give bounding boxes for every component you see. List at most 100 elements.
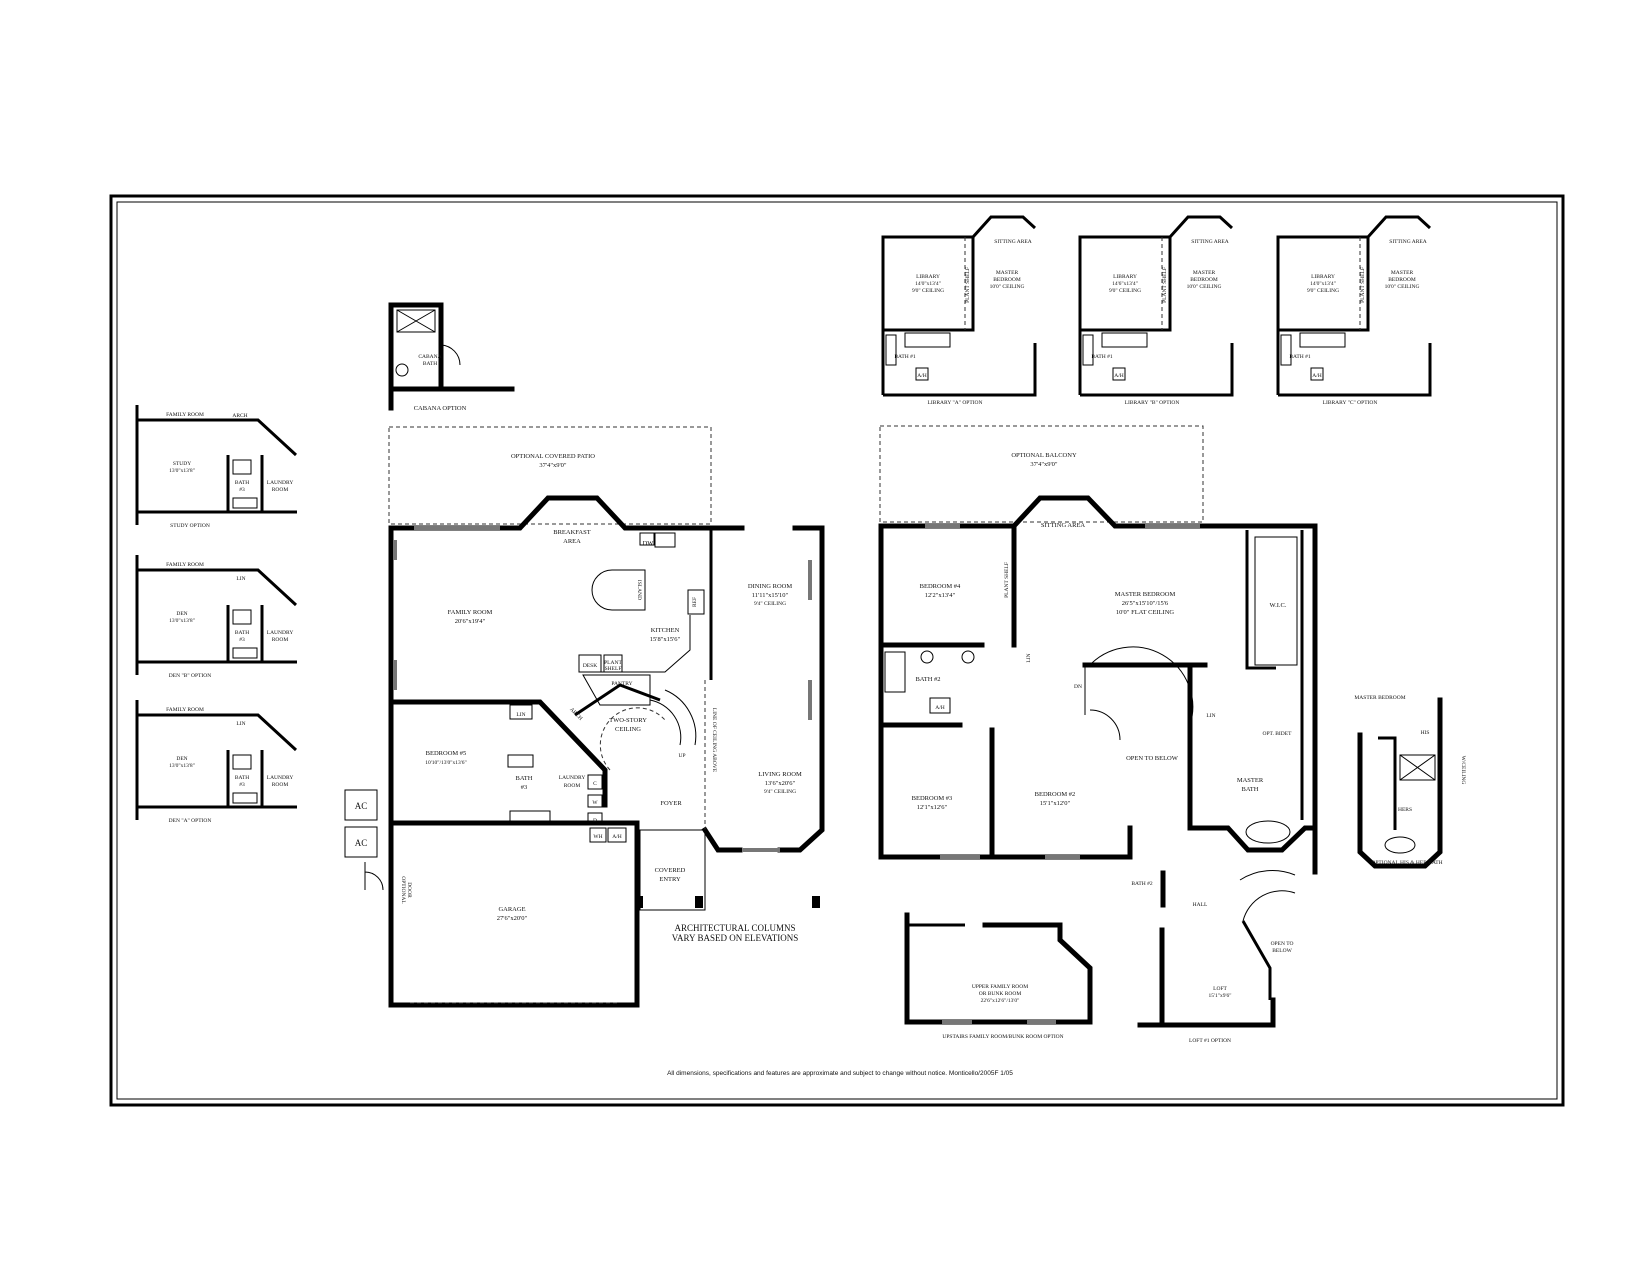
bath-label: BATH #1 (1289, 354, 1310, 360)
hers-label: HERS (1398, 807, 1412, 813)
ac-unit (344, 826, 378, 858)
room-option: FAMILY ROOMSTUDY13'0"x13'8"BATH#3LAUNDRY… (135, 405, 298, 529)
covered-entry-label: COVERED (655, 867, 686, 874)
library-ceiling: 9'0" CEILING (912, 288, 944, 294)
columns-note-2: VARY BASED ON ELEVATIONS (672, 933, 799, 943)
balcony-outline (879, 425, 1204, 523)
linen-label: LIN (236, 721, 245, 727)
hall-label: HALL (1193, 902, 1208, 908)
island-label: ISLAND (636, 580, 642, 600)
family-room-dims: 20'6"x19'4" (455, 618, 486, 625)
second-floor-plan: OPTIONAL BALCONY 37'4"x9'0" SITTING AREA… (878, 425, 1318, 875)
bath-number-label: #3 (239, 637, 245, 643)
laundry-label: LAUNDRY (267, 775, 294, 781)
library-ceiling: 9'0" CEILING (1307, 288, 1339, 294)
room-option: FAMILY ROOMDEN13'0"x13'8"BATH#3LAUNDRYRO… (135, 555, 298, 679)
room-dims: 13'0"x13'8" (169, 763, 195, 769)
upstairs-family-caption: UPSTAIRS FAMILY ROOM/BUNK ROOM OPTION (942, 1034, 1063, 1040)
wic-label: W.I.C. (1270, 602, 1287, 609)
dw-label: DW (643, 540, 655, 547)
library-ceiling: 9'0" CEILING (1109, 288, 1141, 294)
his-her-wall-label: W/CEILING (1460, 756, 1466, 785)
laundry-label-2: ROOM (564, 783, 581, 789)
bath2-label: BATH #2 (915, 676, 940, 683)
air-handler-label: A/H (935, 705, 945, 711)
air-handler-label: A/H (1114, 373, 1124, 379)
bedroom4-dims: 12'2"x13'4" (925, 592, 956, 599)
open-to-label: OPEN TO (1271, 941, 1294, 947)
upstairs-family-option: UPPER FAMILY ROOM OR BUNK ROOM 22'6"x12'… (904, 912, 1093, 1040)
master-bedroom-dims: 26'5"x15'10"/15'6 (1122, 600, 1169, 607)
below-label: BELOW (1272, 948, 1292, 954)
master-ceiling-label: 10'0" CEILING (1385, 284, 1420, 290)
room-label: DEN (176, 756, 187, 762)
living-room-ceiling: 9'4" CEILING (764, 789, 796, 795)
library-label: LIBRARY (1311, 274, 1335, 280)
laundry-room-label: ROOM (272, 637, 289, 643)
library-option-caption: LIBRARY "C" OPTION (1323, 400, 1378, 406)
master-bedroom-label: MASTER BEDROOM (1115, 591, 1176, 598)
room-label: DEN (176, 611, 187, 617)
breakfast-label: BREAKFAST (553, 529, 590, 536)
his-label: HIS (1421, 730, 1430, 736)
library-dims: 14'6"x13'4" (1112, 281, 1138, 287)
water-heater-label: WH (593, 834, 602, 840)
columns-note: ARCHITECTURAL COLUMNS (675, 923, 796, 933)
family-room-label: FAMILY ROOM (448, 609, 493, 616)
his-her-bath-option: MASTER BEDROOM HIS HERS W/CEILING OPTION… (1354, 695, 1466, 869)
library-option-caption: LIBRARY "A" OPTION (927, 400, 982, 406)
cabana-bath-label-2: BATH (423, 361, 437, 367)
bedroom2-dims: 15'1"x12'0" (1040, 800, 1071, 807)
loft-label: LOFT (1213, 986, 1227, 992)
air-handler-label: A/H (917, 373, 927, 379)
linen-label: LIN (1026, 653, 1032, 662)
master-ceiling-label: 10'0" CEILING (990, 284, 1025, 290)
bath-label: BATH (235, 775, 249, 781)
loft-dims: 15'1"x9'6" (1209, 993, 1232, 999)
pantry-label: PANTRY (611, 681, 632, 687)
library-dims: 14'0"x13'4" (915, 281, 941, 287)
arch-label: ARCH (232, 413, 247, 419)
ac-unit (344, 789, 378, 821)
bath-number-label: #3 (239, 487, 245, 493)
two-story-label-2: CEILING (615, 726, 641, 733)
breakfast-label-2: AREA (563, 538, 581, 545)
cabinet-label: C (593, 781, 597, 787)
option-caption: DEN "B" OPTION (169, 673, 211, 679)
optional-door-label-2: DOOR (406, 882, 412, 898)
garage-dims: 27'6"x20'0" (497, 915, 528, 922)
sheet-border-inner (116, 201, 1558, 1100)
covered-patio-outline (388, 426, 712, 525)
first-floor-plan: OPTIONAL COVERED PATIO 37'4"x9'0" (344, 426, 825, 1008)
bedroom3-label: BEDROOM #3 (912, 795, 953, 802)
open-to-below-label: OPEN TO BELOW (1126, 755, 1179, 762)
cabana-option: CABANA BATH CABANA OPTION (388, 302, 515, 412)
patio-label: OPTIONAL COVERED PATIO (511, 453, 595, 460)
air-handler-label: A/H (1312, 373, 1322, 379)
bath-label: BATH #1 (894, 354, 915, 360)
upper-family-label-2: OR BUNK ROOM (979, 991, 1022, 997)
line-of-ceiling-label: LINE OF CEILING ABOVE (711, 708, 717, 773)
dryer-label: D (593, 818, 597, 824)
option-caption: STUDY OPTION (170, 523, 210, 529)
room-option: FAMILY ROOMDEN13'0"x13'8"BATH#3LAUNDRYRO… (135, 700, 298, 824)
cabana-caption: CABANA OPTION (414, 405, 467, 412)
laundry-label: LAUNDRY (267, 480, 294, 486)
laundry-room-label: ROOM (272, 782, 289, 788)
study-den-options: FAMILY ROOMSTUDY13'0"x13'8"BATH#3LAUNDRY… (135, 405, 298, 824)
disclaimer-footer: All dimensions, specifications and featu… (667, 1070, 1013, 1077)
ref-label: REF (692, 597, 698, 607)
bedroom-label: BEDROOM (1388, 277, 1416, 283)
upper-family-label: UPPER FAMILY ROOM (972, 984, 1028, 990)
bedroom-label: BEDROOM (1190, 277, 1218, 283)
stair-down-label: DN (1074, 684, 1082, 690)
living-room-dims: 13'6"x20'6" (765, 780, 796, 787)
ac-label: AC (355, 838, 368, 848)
master-bedroom-ceiling: 10'0" FLAT CEILING (1116, 609, 1175, 616)
room-dims: 13'0"x13'8" (169, 618, 195, 624)
plant-shelf-label: PLANT (604, 660, 622, 666)
bath3-label-2: #3 (521, 784, 528, 791)
